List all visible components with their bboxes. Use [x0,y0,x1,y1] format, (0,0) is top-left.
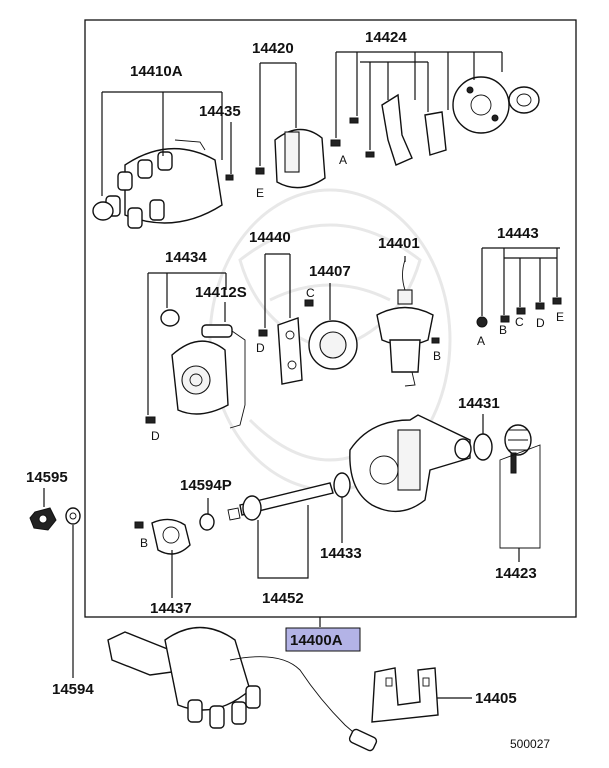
label-14401: 14401 [378,235,420,252]
highlight-14400A [285,627,361,652]
primary-lead-part[interactable] [201,324,246,429]
label-14435: 14435 [199,103,241,120]
pickup-coil-part[interactable] [304,299,358,370]
label-14423: 14423 [495,565,537,582]
condenser-part[interactable] [258,317,303,385]
o-ring-part[interactable] [473,433,493,461]
letter-d-plate: D [151,429,160,443]
letter-d-set: D [536,316,545,330]
label-14594P: 14594P [180,477,232,494]
label-14405: 14405 [475,690,517,707]
screw-set-part[interactable] [476,297,562,328]
thrust-washer-part[interactable] [333,472,351,498]
gasket-part[interactable] [134,518,191,555]
label-14595: 14595 [26,469,68,486]
label-14434: 14434 [165,249,207,266]
letter-b-gasket: B [140,536,148,550]
label-14407: 14407 [309,263,351,280]
label-14412S: 14412S [195,284,247,301]
letter-b-set: B [499,323,507,337]
rotor-part[interactable] [255,128,326,189]
breaker-plate-part[interactable] [145,309,229,424]
drive-gear-part[interactable] [499,424,541,549]
label-14400A[interactable]: 14400A [290,632,343,649]
label-14594: 14594 [52,681,94,698]
washer-part[interactable] [65,507,81,525]
letter-c-pickup: C [306,286,315,300]
distributor-assembly-part[interactable] [107,626,378,752]
shaft-part[interactable] [227,482,334,521]
screw-14435-part[interactable] [225,174,234,181]
label-14420: 14420 [252,40,294,57]
label-14433: 14433 [320,545,362,562]
distributor-cap-part[interactable] [92,139,223,229]
label-14431: 14431 [458,395,500,412]
nut-part[interactable] [29,507,57,531]
diagram-code: 500027 [510,737,550,751]
label-14424: 14424 [365,29,407,46]
label-14410A: 14410A [130,63,183,80]
breaker-points-part[interactable] [330,76,540,166]
label-14452: 14452 [262,590,304,607]
distributor-housing-part[interactable] [349,414,472,513]
letter-a-breaker: A [339,153,347,167]
letter-c-set: C [515,315,524,329]
letter-a-set: A [477,334,485,348]
assembly-frame [84,19,577,618]
letter-e-rotor: E [256,186,264,200]
label-14443: 14443 [497,225,539,242]
letter-b-vacuum: B [433,349,441,363]
letter-e-set: E [556,310,564,324]
label-14437: 14437 [150,600,192,617]
letter-d-condenser: D [256,341,265,355]
seal-part[interactable] [199,513,215,531]
label-14440: 14440 [249,229,291,246]
bracket-part[interactable] [371,667,439,723]
vacuum-advance-part[interactable] [376,259,440,387]
